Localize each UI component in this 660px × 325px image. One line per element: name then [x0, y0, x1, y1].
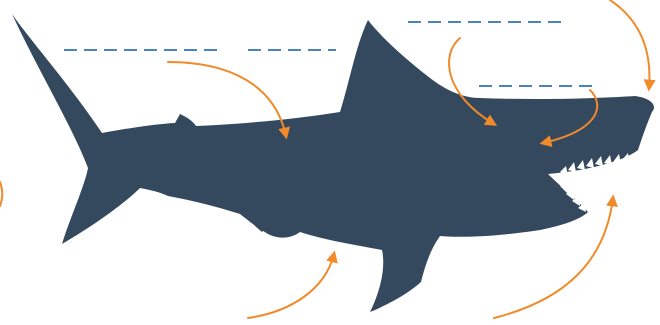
- lower-tooth: [566, 189, 574, 200]
- arrow-to-head-top: [448, 37, 498, 126]
- upper-tooth: [568, 162, 576, 172]
- shark-teeth: [556, 153, 630, 212]
- upper-tooth: [604, 155, 612, 165]
- upper-tooth: [586, 158, 594, 168]
- second-dorsal-fin: [168, 169, 188, 188]
- pectoral-fin: [236, 206, 269, 232]
- arrow-to-snout-tip: [609, 0, 656, 92]
- arrow-to-eye: [539, 89, 599, 147]
- label-blanks: [64, 21, 592, 87]
- upper-tooth: [595, 156, 603, 166]
- arrow-to-jaw: [493, 194, 618, 319]
- lower-tooth: [578, 203, 586, 212]
- arrow-to-belly: [247, 250, 338, 319]
- shark-silhouette: [12, 14, 655, 312]
- lower-tooth: [560, 182, 569, 194]
- arrow-left-edge: [0, 181, 4, 207]
- shark-body: [12, 14, 655, 312]
- upper-tooth: [613, 154, 621, 164]
- upper-tooth: [577, 160, 585, 170]
- arrow-to-body: [167, 61, 291, 140]
- lower-tooth: [572, 196, 580, 206]
- upper-tooth: [560, 166, 568, 176]
- lower-tooth: [556, 176, 564, 186]
- upper-tooth: [622, 153, 630, 162]
- pointer-arrows: [0, 0, 656, 319]
